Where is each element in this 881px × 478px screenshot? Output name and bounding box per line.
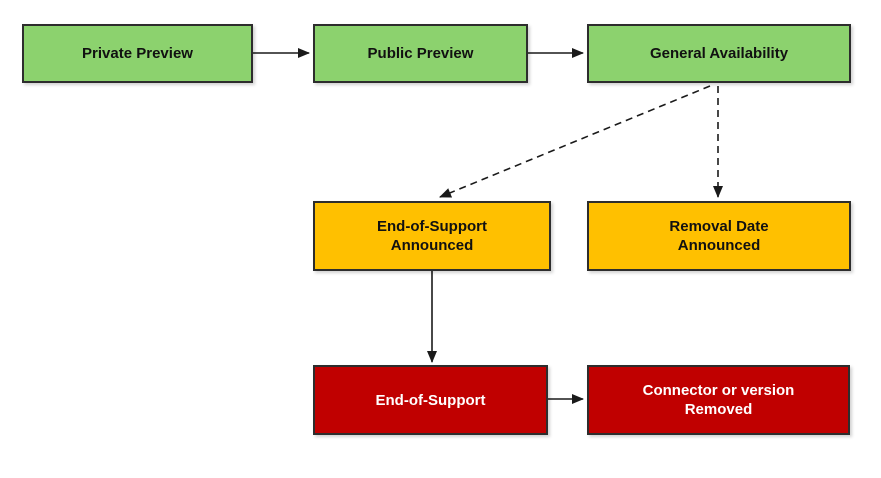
node-removal-date-announced: Removal Date Announced: [587, 201, 851, 271]
node-label: Connector or version Removed: [643, 381, 795, 419]
node-label: Private Preview: [82, 44, 193, 63]
node-general-availability: General Availability: [587, 24, 851, 83]
node-label-line: Announced: [677, 237, 761, 254]
node-label: Public Preview: [368, 44, 474, 63]
node-label-line: Public Preview: [367, 45, 474, 62]
node-label: End-of-Support Announced: [377, 217, 487, 255]
node-label: End-of-Support: [376, 391, 486, 410]
node-label-line: General Availability: [649, 45, 789, 62]
edge-ga-to-eos-announced-dashed-arrow: [439, 85, 711, 198]
node-label: General Availability: [650, 44, 788, 63]
node-private-preview: Private Preview: [22, 24, 253, 83]
node-connector-or-version-removed: Connector or version Removed: [587, 365, 850, 435]
node-public-preview: Public Preview: [313, 24, 528, 83]
node-end-of-support-announced: End-of-Support Announced: [313, 201, 551, 271]
node-label-line: End-of-Support: [375, 391, 486, 409]
node-end-of-support: End-of-Support: [313, 365, 548, 435]
node-label-line: Removed: [684, 401, 753, 418]
node-label-line: End-of-Support: [377, 218, 487, 235]
node-label-line: Announced: [390, 237, 474, 254]
node-label: Removal Date Announced: [669, 217, 768, 255]
node-label-line: Removal Date: [669, 218, 769, 235]
node-label-line: Connector or version: [642, 382, 795, 399]
node-label-line: Private Preview: [82, 45, 193, 62]
